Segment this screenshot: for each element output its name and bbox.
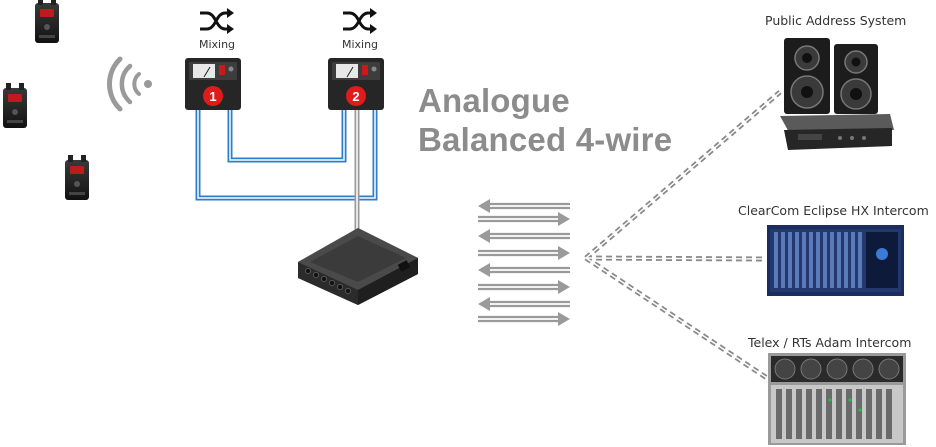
beltpack-icon bbox=[3, 83, 27, 128]
title-line-1: Analogue bbox=[418, 82, 570, 119]
wireless-signal-icon bbox=[107, 56, 152, 112]
signal-arrows bbox=[476, 197, 572, 328]
shuffle-icon bbox=[198, 6, 236, 36]
four-wire-interface bbox=[298, 228, 418, 305]
blue-cable bbox=[195, 110, 378, 201]
mixer-2 bbox=[327, 57, 385, 111]
pa-system-label: Public Address System bbox=[765, 13, 907, 28]
shuffle-icon bbox=[341, 6, 379, 36]
telex-label: Telex / RTs Adam Intercom bbox=[748, 335, 912, 350]
mixer-1-label: Mixing bbox=[198, 38, 236, 51]
mixer-1-number: 1 bbox=[209, 89, 216, 104]
clearcom-intercom-image bbox=[767, 225, 904, 296]
clearcom-label: ClearCom Eclipse HX Intercom bbox=[738, 203, 929, 218]
mixer-2-label: Mixing bbox=[341, 38, 379, 51]
public-address-system-image bbox=[780, 38, 894, 150]
beltpack-icon bbox=[65, 155, 89, 200]
telex-intercom-image bbox=[768, 353, 906, 445]
title-line-2: Balanced 4-wire bbox=[418, 121, 673, 158]
mixer-2-number: 2 bbox=[352, 89, 359, 104]
dashed-links bbox=[584, 90, 782, 383]
mixer-1 bbox=[184, 57, 242, 111]
beltpack-icon bbox=[35, 0, 59, 43]
